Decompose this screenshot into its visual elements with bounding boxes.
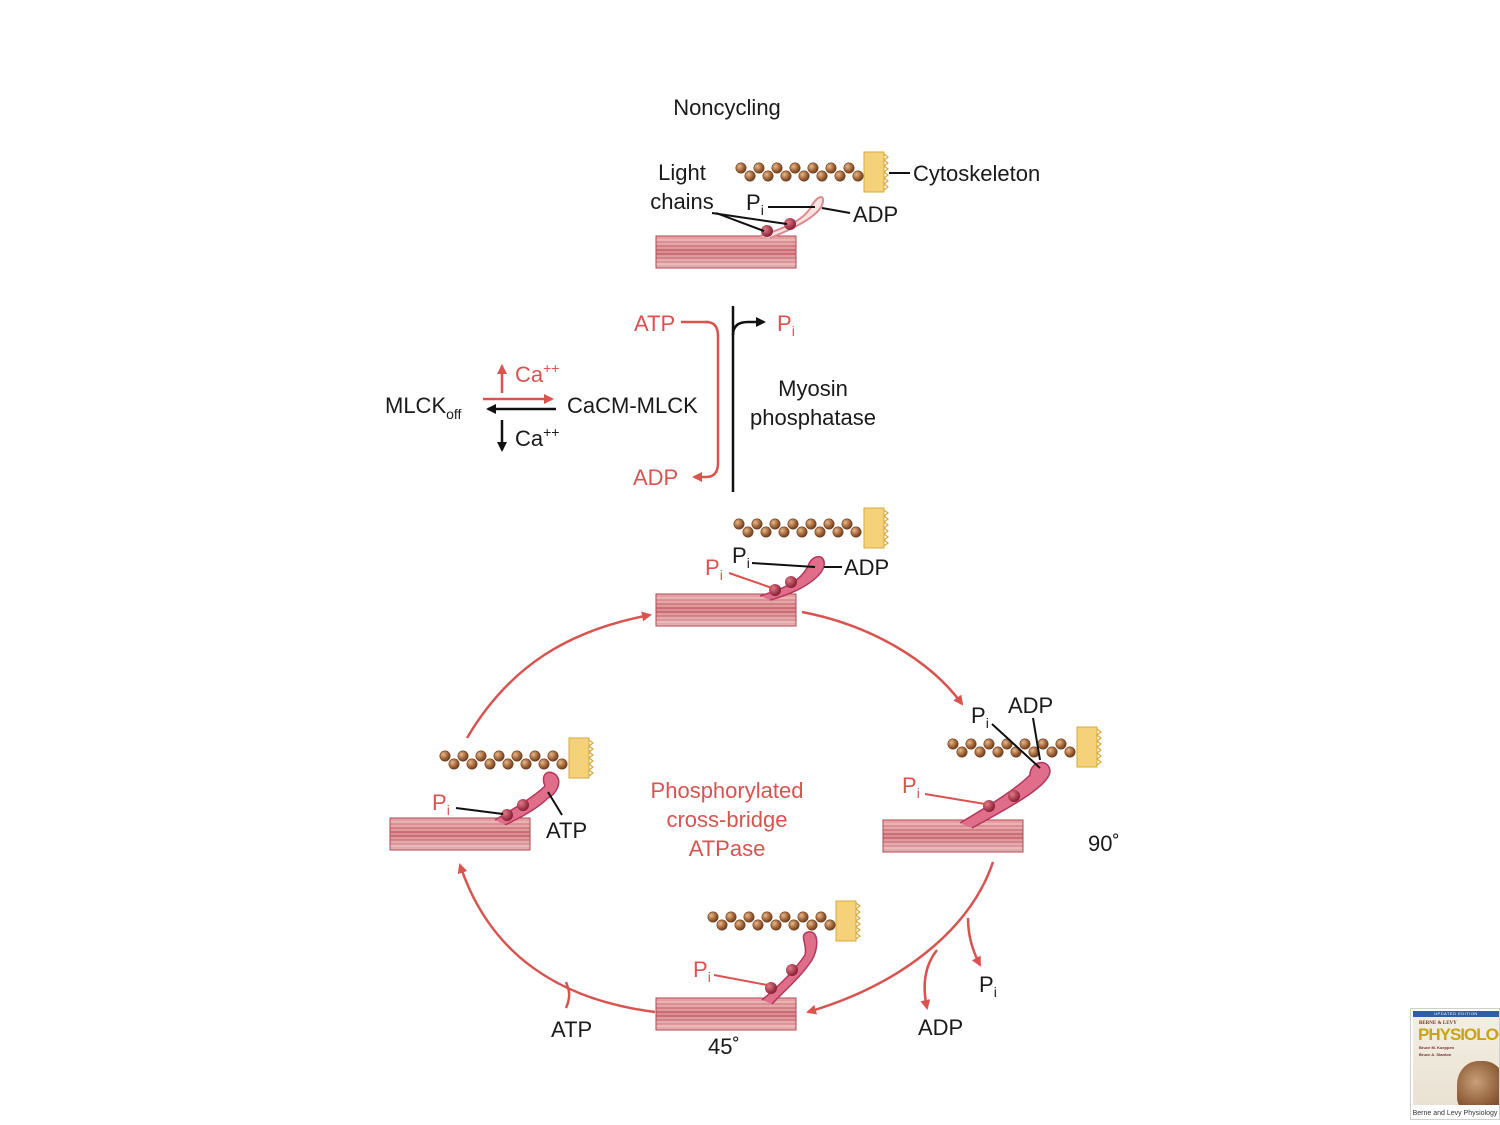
light-chain-icon bbox=[784, 218, 796, 230]
pi-label: Pi bbox=[746, 190, 764, 218]
mlck-off-label: MLCKoff bbox=[385, 393, 462, 422]
adp-label: ADP bbox=[1008, 693, 1053, 718]
pi-label: Pi bbox=[902, 773, 920, 801]
light-chains-label: Light bbox=[658, 160, 706, 185]
cytoskeleton-anchor-icon bbox=[1076, 726, 1102, 768]
light-chains-label: chains bbox=[650, 189, 714, 214]
pi-label: Pi bbox=[777, 311, 795, 339]
cytoskeleton-anchor-icon bbox=[835, 900, 861, 942]
title-noncycling: Noncycling bbox=[673, 95, 781, 120]
light-chain-icon bbox=[769, 584, 781, 596]
light-chain-icon bbox=[517, 799, 529, 811]
pi-label: Pi bbox=[705, 555, 723, 583]
pi-release-label: Pi bbox=[979, 972, 997, 1000]
book-title: PHYSIOLOGY bbox=[1418, 1025, 1499, 1044]
adp-label: ADP bbox=[633, 465, 678, 490]
myosin-phosphatase-label: Myosin bbox=[778, 376, 848, 401]
cycle-right-crossbridge bbox=[882, 717, 1102, 853]
actin-filament-icon bbox=[707, 911, 836, 931]
book-cover: UPDATED EDITION BERNE & LEVY PHYSIOLOGY … bbox=[1413, 1011, 1499, 1105]
cycle-bottom-crossbridge bbox=[655, 900, 861, 1031]
angle-90-label: 90˚ bbox=[1088, 831, 1120, 856]
angle-45-label: 45˚ bbox=[708, 1034, 740, 1059]
book-caption: Berne and Levy Physiology bbox=[1412, 1110, 1498, 1117]
cytoskeleton-label: Cytoskeleton bbox=[913, 161, 1040, 186]
regulation-arrows bbox=[483, 306, 766, 492]
light-chain-icon bbox=[761, 225, 773, 237]
actin-filament-icon bbox=[733, 518, 862, 538]
book-band: UPDATED EDITION bbox=[1413, 1011, 1499, 1017]
light-chain-icon bbox=[1008, 790, 1020, 802]
actin-filament-icon bbox=[439, 750, 568, 770]
cytoskeleton-anchor-icon bbox=[568, 737, 594, 779]
noncycling-crossbridge bbox=[655, 151, 910, 269]
cycle-left-crossbridge bbox=[389, 737, 594, 851]
pi-label: Pi bbox=[432, 790, 450, 818]
adp-label: ADP bbox=[844, 555, 889, 580]
pi-label: Pi bbox=[732, 543, 750, 571]
head-illustration-icon bbox=[1457, 1061, 1499, 1105]
calcium-out-label: Ca++ bbox=[515, 424, 559, 451]
cycle-center-label: cross-bridge bbox=[666, 807, 787, 832]
book-publisher: BERNE & LEVY bbox=[1419, 1021, 1457, 1026]
atp-entry-label: ATP bbox=[551, 1017, 592, 1042]
light-chain-icon bbox=[765, 982, 777, 994]
cytoskeleton-anchor-icon bbox=[863, 151, 889, 193]
cycle-center-label: ATPase bbox=[689, 836, 766, 861]
adp-release-label: ADP bbox=[918, 1015, 963, 1040]
light-chain-icon bbox=[501, 809, 513, 821]
book-author: Bruce A. Stanton bbox=[1419, 1052, 1452, 1057]
adp-label: ADP bbox=[853, 202, 898, 227]
myosin-filament-icon bbox=[655, 235, 797, 269]
cytoskeleton-anchor-icon bbox=[863, 507, 889, 549]
calcium-in-label: Ca++ bbox=[515, 360, 559, 387]
pi-label: Pi bbox=[693, 957, 711, 985]
myosin-head-icon bbox=[959, 761, 1051, 829]
myosin-filament-icon bbox=[882, 819, 1024, 853]
cycle-center-label: Phosphorylated bbox=[651, 778, 804, 803]
atp-label: ATP bbox=[546, 818, 587, 843]
book-author: Bruce M. Koeppen bbox=[1419, 1045, 1455, 1050]
book-cover-icon: UPDATED EDITION BERNE & LEVY PHYSIOLOGY … bbox=[1410, 1008, 1500, 1120]
actin-filament-icon bbox=[735, 162, 864, 182]
light-chain-icon bbox=[786, 964, 798, 976]
atp-label: ATP bbox=[634, 311, 675, 336]
myosin-filament-icon bbox=[655, 997, 797, 1031]
myosin-phosphatase-label: phosphatase bbox=[750, 405, 876, 430]
pi-label: Pi bbox=[971, 703, 989, 731]
cycle-top-crossbridge bbox=[655, 507, 889, 627]
cacm-mlck-label: CaCM-MLCK bbox=[567, 393, 698, 418]
light-chain-icon bbox=[983, 800, 995, 812]
light-chain-icon bbox=[785, 576, 797, 588]
cycle-arrows bbox=[457, 610, 995, 1015]
